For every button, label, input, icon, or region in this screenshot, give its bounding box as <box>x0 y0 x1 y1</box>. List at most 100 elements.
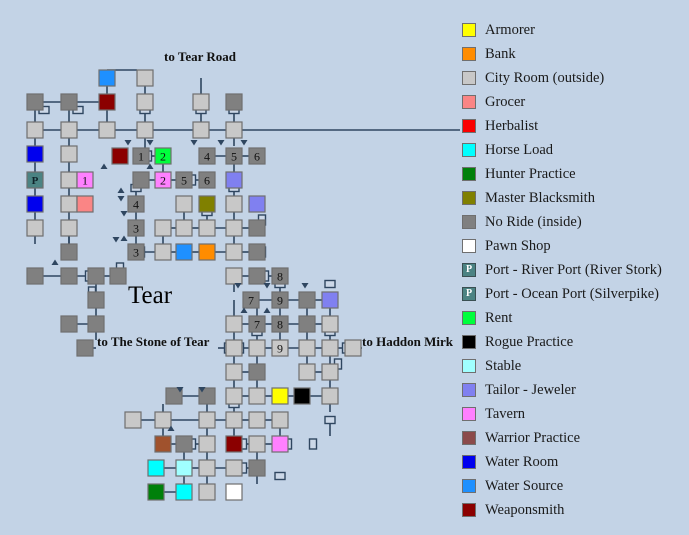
map-room[interactable] <box>248 195 266 213</box>
room-square[interactable] <box>60 93 78 111</box>
map-room[interactable] <box>192 93 210 111</box>
map-room[interactable]: 6 <box>248 147 266 165</box>
room-square[interactable] <box>225 411 243 429</box>
map-room[interactable] <box>225 243 243 261</box>
room-square[interactable] <box>225 267 243 285</box>
room-square[interactable] <box>344 339 362 357</box>
room-square[interactable] <box>271 315 289 333</box>
room-square[interactable] <box>298 363 316 381</box>
room-square[interactable] <box>198 387 216 405</box>
room-square[interactable] <box>154 147 172 165</box>
room-square[interactable] <box>248 339 266 357</box>
room-square[interactable] <box>248 459 266 477</box>
map-room[interactable]: 9 <box>271 291 289 309</box>
room-square[interactable] <box>248 363 266 381</box>
room-square[interactable] <box>132 171 150 189</box>
map-room[interactable] <box>225 219 243 237</box>
room-square[interactable] <box>198 195 216 213</box>
room-square[interactable] <box>111 147 129 165</box>
room-square[interactable] <box>175 219 193 237</box>
map-room[interactable] <box>225 483 243 501</box>
room-square[interactable] <box>175 459 193 477</box>
map-room[interactable] <box>225 267 243 285</box>
room-square[interactable] <box>127 243 145 261</box>
map-room[interactable] <box>225 435 243 453</box>
map-room[interactable] <box>87 315 105 333</box>
map-room[interactable] <box>225 121 243 139</box>
room-square[interactable] <box>98 93 116 111</box>
room-square[interactable] <box>321 315 339 333</box>
map-room[interactable]: 2 <box>154 147 172 165</box>
room-square[interactable] <box>271 291 289 309</box>
map-room[interactable] <box>248 267 266 285</box>
map-room[interactable] <box>198 195 216 213</box>
room-square[interactable] <box>175 483 193 501</box>
room-square[interactable] <box>248 411 266 429</box>
room-square[interactable] <box>87 315 105 333</box>
map-room[interactable] <box>175 243 193 261</box>
map-room[interactable] <box>321 387 339 405</box>
map-room[interactable] <box>248 435 266 453</box>
room-square[interactable] <box>298 291 316 309</box>
room-square[interactable] <box>192 121 210 139</box>
map-room[interactable]: 4 <box>198 147 216 165</box>
room-square[interactable] <box>198 411 216 429</box>
room-square[interactable] <box>242 291 260 309</box>
room-square[interactable] <box>127 195 145 213</box>
room-square[interactable] <box>60 121 78 139</box>
room-square[interactable] <box>271 339 289 357</box>
room-square[interactable] <box>26 195 44 213</box>
map-room[interactable] <box>60 93 78 111</box>
room-square[interactable] <box>248 435 266 453</box>
map-room[interactable] <box>248 243 266 261</box>
map-room[interactable]: 1 <box>132 147 150 165</box>
map-room[interactable] <box>136 93 154 111</box>
room-square[interactable] <box>87 291 105 309</box>
map-room[interactable] <box>225 339 243 357</box>
map-room[interactable] <box>321 291 339 309</box>
room-square[interactable] <box>198 219 216 237</box>
room-square[interactable] <box>76 171 94 189</box>
room-square[interactable] <box>198 483 216 501</box>
room-square[interactable] <box>136 121 154 139</box>
map-room[interactable]: 7 <box>248 315 266 333</box>
map-room[interactable] <box>60 243 78 261</box>
map-room[interactable] <box>26 93 44 111</box>
room-square[interactable] <box>225 147 243 165</box>
room-square[interactable] <box>198 243 216 261</box>
room-square[interactable] <box>109 267 127 285</box>
room-square[interactable] <box>26 171 44 189</box>
map-room[interactable]: 8 <box>271 315 289 333</box>
room-square[interactable] <box>26 145 44 163</box>
map-room[interactable]: 6 <box>198 171 216 189</box>
map-room[interactable] <box>175 435 193 453</box>
room-square[interactable] <box>225 121 243 139</box>
room-square[interactable] <box>165 387 183 405</box>
map-room[interactable] <box>321 339 339 357</box>
room-square[interactable] <box>60 171 78 189</box>
map-room[interactable]: 5 <box>175 171 193 189</box>
map-room[interactable] <box>154 411 172 429</box>
map-room[interactable] <box>109 267 127 285</box>
map-room[interactable]: 1 <box>76 171 94 189</box>
room-square[interactable] <box>98 121 116 139</box>
room-square[interactable] <box>321 339 339 357</box>
map-room[interactable] <box>198 387 216 405</box>
map-room[interactable] <box>136 69 154 87</box>
room-square[interactable] <box>147 483 165 501</box>
room-square[interactable] <box>225 459 243 477</box>
room-square[interactable] <box>87 267 105 285</box>
map-room[interactable] <box>147 459 165 477</box>
map-room[interactable]: 5 <box>225 147 243 165</box>
room-square[interactable] <box>225 483 243 501</box>
map-room[interactable] <box>298 291 316 309</box>
map-room[interactable] <box>198 219 216 237</box>
room-square[interactable] <box>60 195 78 213</box>
room-square[interactable] <box>175 243 193 261</box>
map-room[interactable]: 2 <box>154 171 172 189</box>
map-room[interactable]: 8 <box>271 267 289 285</box>
room-square[interactable] <box>225 387 243 405</box>
map-room[interactable] <box>198 483 216 501</box>
room-square[interactable] <box>26 121 44 139</box>
map-room[interactable] <box>248 411 266 429</box>
